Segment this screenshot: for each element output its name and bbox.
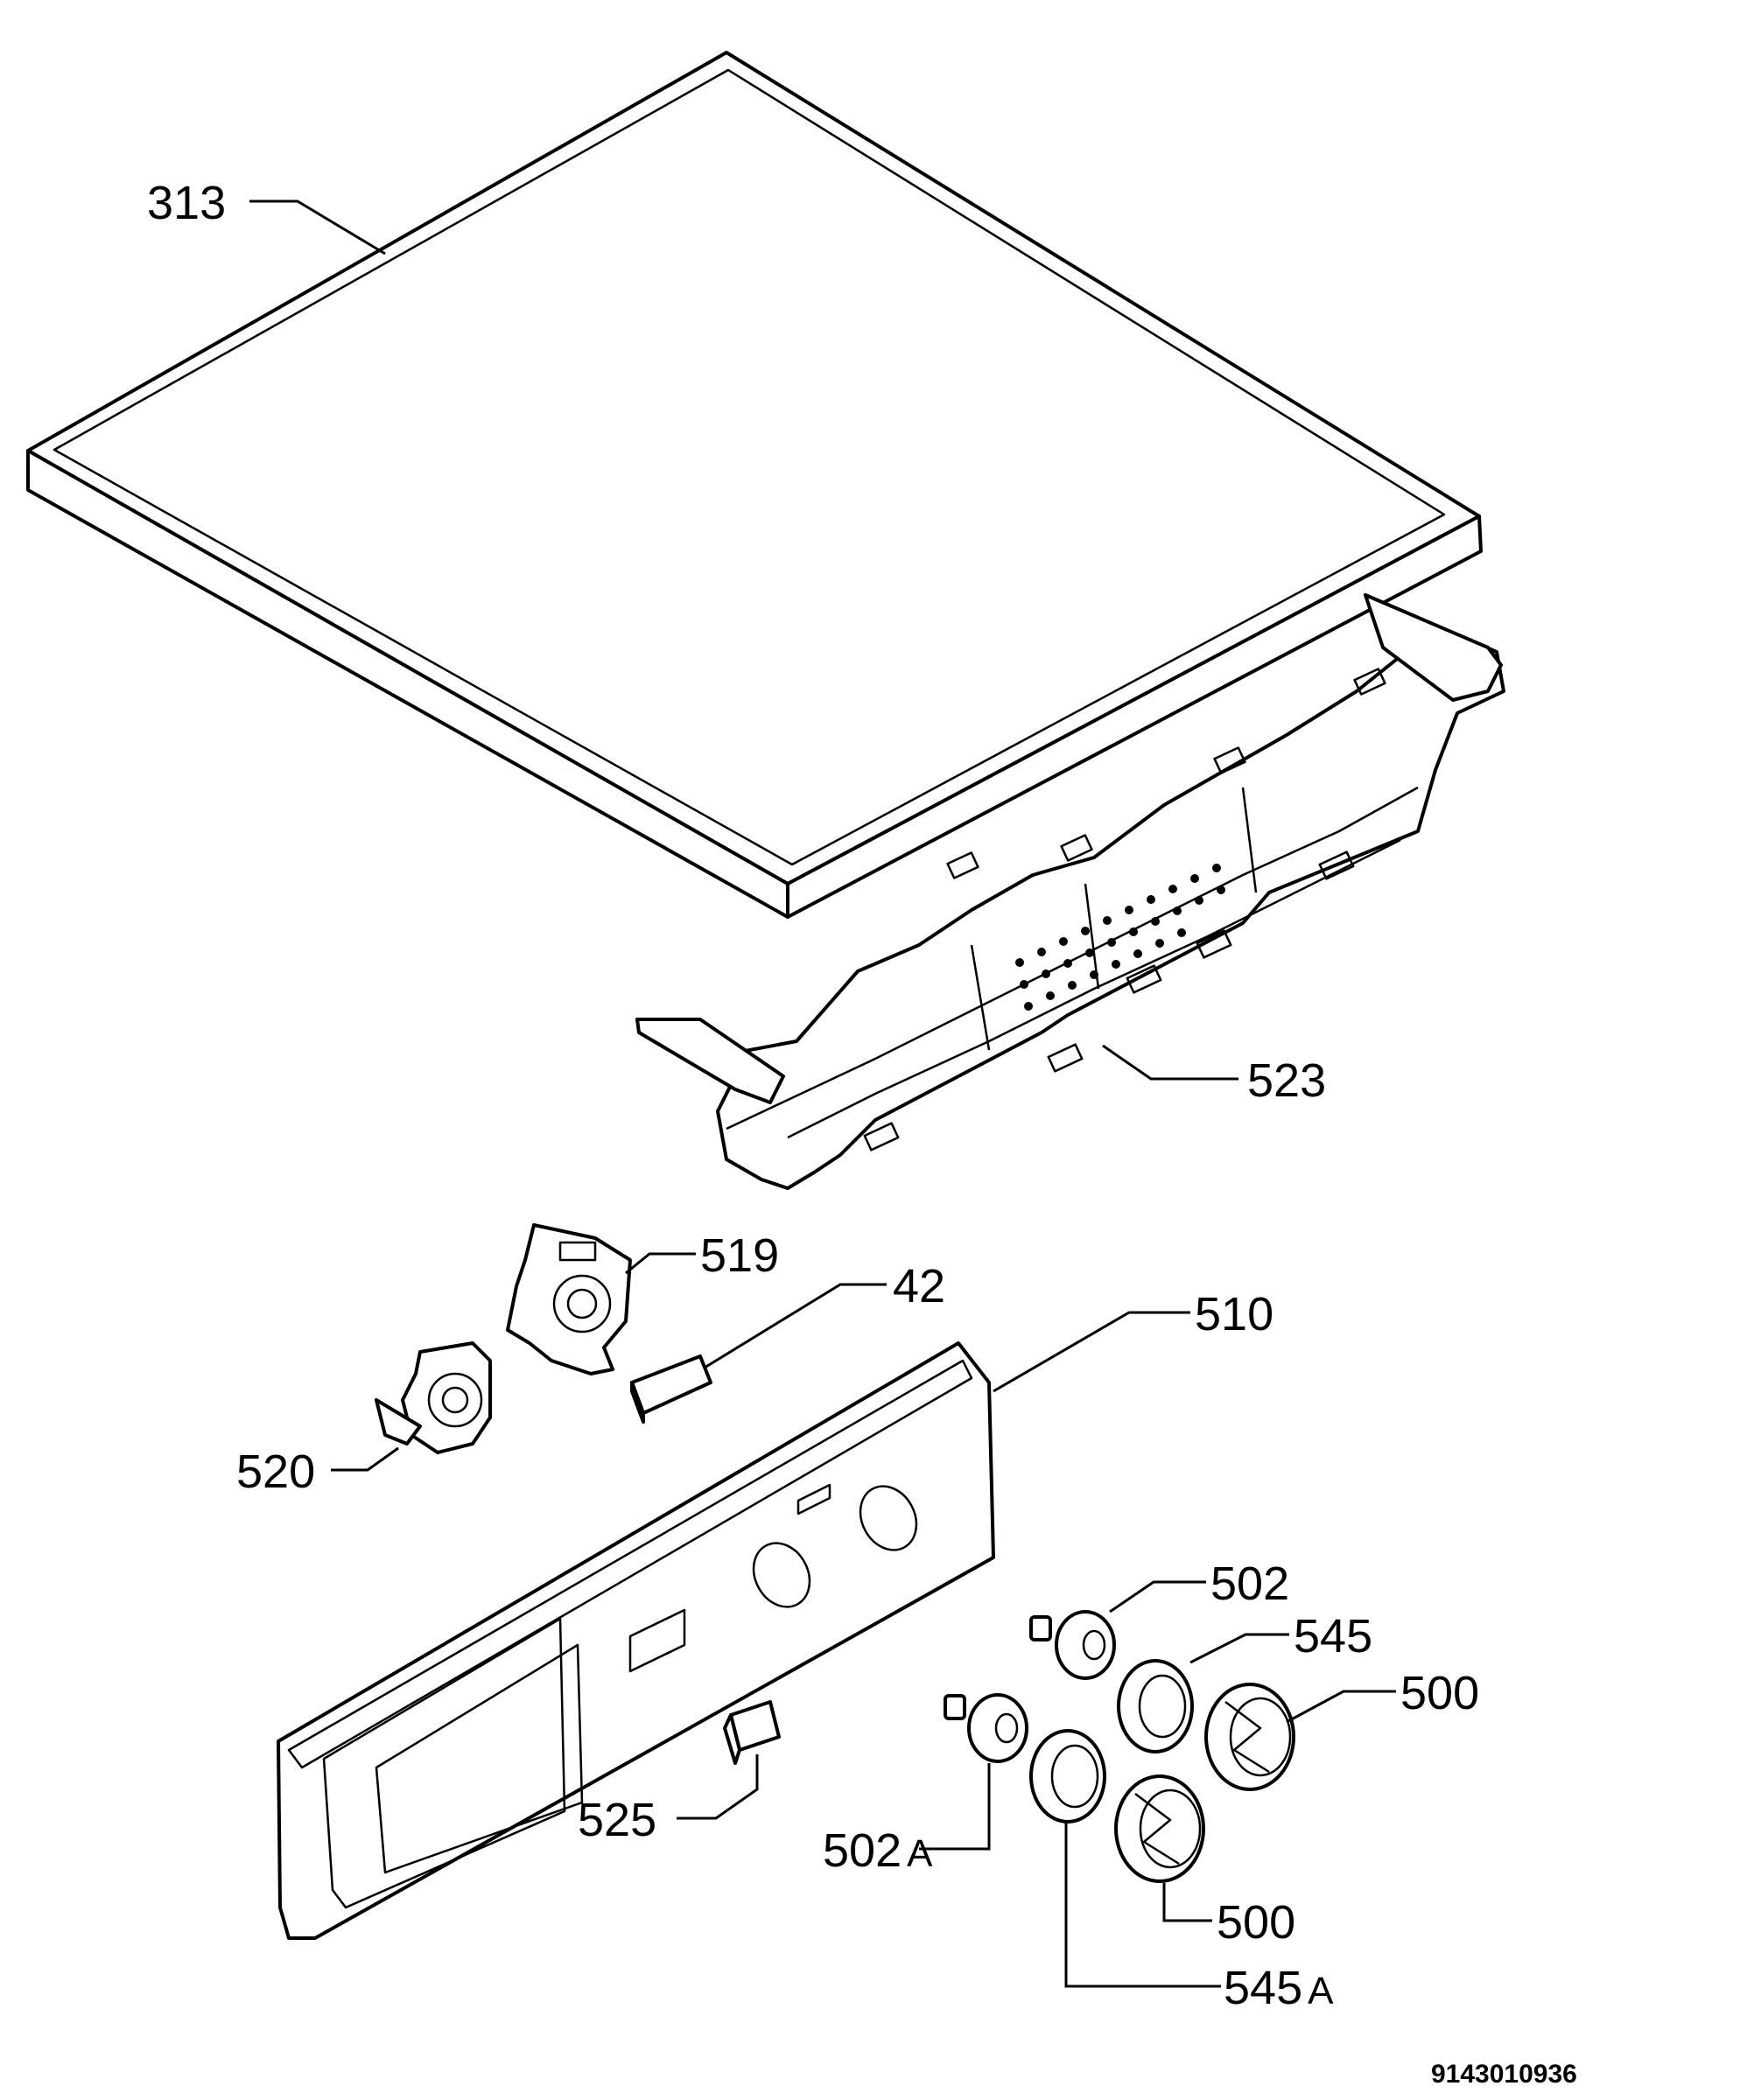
label-502: 502 <box>1210 1558 1289 1610</box>
label-519: 519 <box>700 1229 779 1282</box>
label-545a-suffix: A <box>1308 1970 1334 2012</box>
part-502a-knob-shaft[interactable] <box>944 1693 1028 1763</box>
part-545-ring[interactable] <box>1117 1659 1194 1754</box>
part-519-bracket[interactable] <box>506 1223 632 1376</box>
part-510-front-panel[interactable] <box>277 1341 995 1940</box>
label-502a-suffix: A <box>907 1832 933 1875</box>
part-313-top-lid[interactable] <box>26 51 1483 919</box>
label-502a-number: 502 <box>823 1824 902 1877</box>
part-500-lower-knob[interactable] <box>1114 1774 1205 1883</box>
part-523-panel-support[interactable] <box>635 593 1505 1190</box>
label-545: 545 <box>1294 1610 1372 1662</box>
leader-lines <box>249 200 1396 1988</box>
label-500-lower: 500 <box>1217 1896 1295 1949</box>
label-510: 510 <box>1195 1288 1273 1340</box>
part-545a-ring[interactable] <box>1029 1729 1106 1824</box>
label-42: 42 <box>893 1260 945 1312</box>
label-313: 313 <box>147 177 226 229</box>
label-523: 523 <box>1247 1054 1326 1107</box>
part-42-switch[interactable] <box>630 1354 712 1424</box>
part-502-knob-shaft[interactable] <box>1029 1610 1116 1680</box>
part-500-upper-knob[interactable] <box>1204 1683 1295 1791</box>
callout-labels: 313 523 519 42 510 520 502 545 500 525 5… <box>147 177 1577 2089</box>
drawing-code: 9143010936 <box>1431 2060 1577 2089</box>
part-525-button[interactable] <box>723 1700 781 1765</box>
part-520-selector[interactable] <box>375 1341 492 1454</box>
label-545a-number: 545 <box>1224 1962 1302 2014</box>
vent-hole-grid <box>1015 864 1225 1011</box>
label-525: 525 <box>578 1794 656 1846</box>
label-500-upper: 500 <box>1400 1667 1479 1719</box>
label-520: 520 <box>236 1446 315 1498</box>
